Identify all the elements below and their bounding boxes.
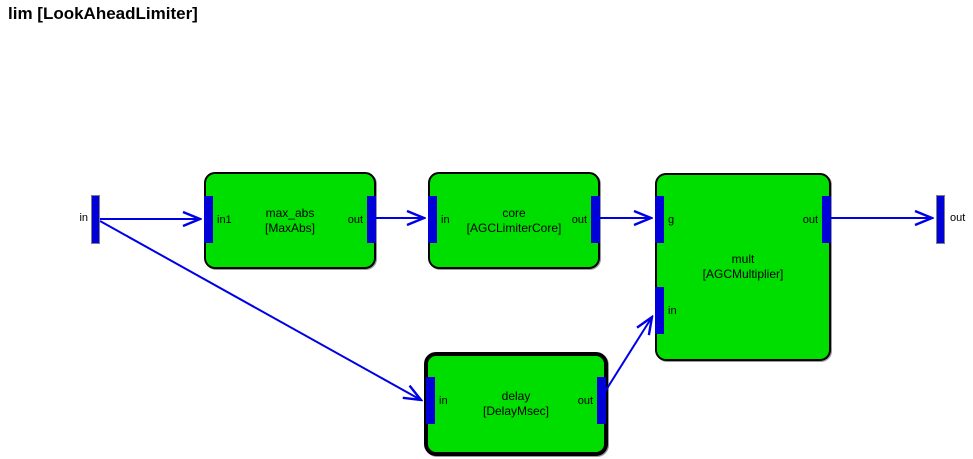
block-type: [DelayMsec] (482, 404, 550, 418)
port-label-g: g (668, 213, 675, 226)
port-core-in[interactable]: in (428, 196, 450, 243)
block-text: mult [AGCMultiplier] (657, 175, 829, 359)
port-label-out: out (577, 394, 593, 407)
output-terminal-label: out (950, 212, 966, 224)
input-terminal[interactable] (91, 195, 100, 244)
output-terminal[interactable] (936, 195, 945, 244)
port-mult-in[interactable]: in (655, 287, 677, 334)
block-title: max_abs (265, 205, 315, 220)
port-label-in1: in1 (217, 213, 232, 226)
port-max-abs-out[interactable]: out (348, 196, 376, 243)
port-max-abs-in1[interactable]: in1 (204, 196, 232, 243)
block-core[interactable]: in out core [AGCLimiterCore] (428, 172, 600, 269)
input-terminal-label: in (79, 212, 88, 224)
port-label-in: in (441, 213, 450, 226)
block-title: delay (501, 389, 531, 403)
block-type: [AGCLimiterCore] (466, 220, 562, 235)
port-label-out: out (802, 213, 818, 226)
port-mult-g[interactable]: g (655, 196, 674, 243)
port-delay-in[interactable]: in (426, 377, 448, 424)
block-title: core (502, 205, 526, 220)
block-type: [MaxAbs] (264, 220, 315, 235)
port-delay-out[interactable]: out (578, 377, 606, 424)
diagram-title: lim [LookAheadLimiter] (8, 4, 198, 23)
block-delay[interactable]: in out delay [DelayMsec] (424, 352, 608, 456)
block-mult[interactable]: g in out mult [AGCMultiplier] (655, 173, 831, 361)
port-mult-out[interactable]: out (803, 196, 831, 243)
port-label-in: in (439, 394, 448, 407)
port-label-out: out (347, 213, 363, 226)
block-max-abs[interactable]: in1 out max_abs [MaxAbs] (204, 172, 376, 269)
block-type: [AGCMultiplier] (702, 267, 784, 281)
port-label-out: out (571, 213, 587, 226)
wire-delay-to-mult-in[interactable] (600, 317, 652, 399)
port-label-in: in (668, 304, 677, 317)
port-core-out[interactable]: out (572, 196, 600, 243)
block-title: mult (731, 252, 755, 266)
